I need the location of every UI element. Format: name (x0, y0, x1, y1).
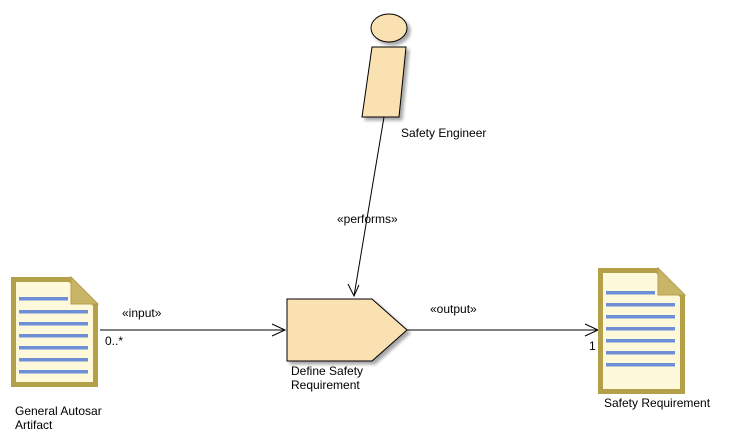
input-document-icon[interactable] (11, 275, 100, 387)
output-label: «output» (430, 302, 477, 316)
role-name: Safety Engineer (401, 126, 487, 140)
task-name-line2: Requirement (291, 378, 360, 392)
input-product-name-line2: Artifact (15, 418, 53, 432)
task-pentagon-icon[interactable] (286, 298, 408, 362)
person-role-icon[interactable] (361, 13, 408, 118)
input-label: «input» (122, 306, 162, 320)
input-product-name-line1: General Autosar (15, 404, 102, 418)
performs-connector[interactable] (347, 116, 385, 298)
input-connector[interactable] (100, 323, 287, 337)
output-product-name: Safety Requirement (604, 396, 711, 410)
task-name-line1: Define Safety (291, 364, 364, 378)
document-lines (19, 297, 88, 374)
output-connector[interactable] (407, 323, 600, 337)
document-lines (606, 291, 675, 367)
output-multiplicity: 1 (589, 339, 596, 353)
performs-label: «performs» (337, 212, 398, 226)
output-document-icon[interactable] (598, 266, 687, 394)
input-multiplicity: 0..* (105, 334, 124, 348)
